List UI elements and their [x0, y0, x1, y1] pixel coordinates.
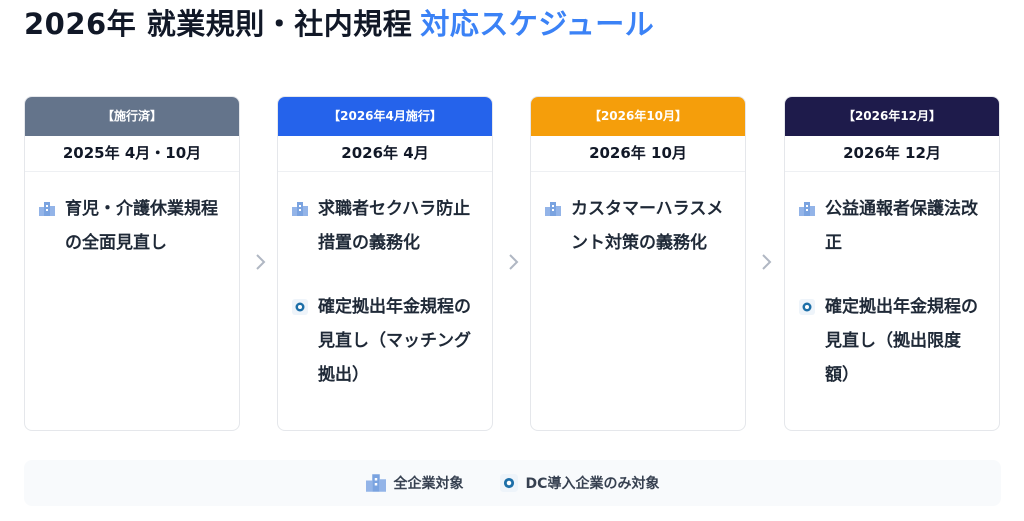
title-main: 2026年 就業規則・社内規程 — [24, 7, 413, 41]
dc-dot-icon — [292, 299, 308, 319]
card-date: 2026年 12月 — [785, 136, 999, 172]
list-item: 公益通報者保護法改正 — [799, 192, 985, 260]
building-icon — [545, 201, 561, 220]
list-item: 求職者セクハラ防止措置の義務化 — [292, 192, 478, 260]
schedule-cards: 【施行済】 2025年 4月・10月 育児・介護休業規程の全面見直し 【2026… — [24, 96, 1001, 431]
schedule-card-2026-12: 【2026年12月】 2026年 12月 公益通報者保護法改正 確定拠出年金規程… — [784, 96, 1000, 431]
item-text: 公益通報者保護法改正 — [825, 199, 978, 253]
card-date: 2025年 4月・10月 — [25, 136, 239, 172]
schedule-card-2026-10: 【2026年10月】 2026年 10月 カスタマーハラスメント対策の義務化 — [530, 96, 746, 431]
legend-entry-dc: DC導入企業のみ対象 — [499, 473, 660, 493]
list-item: 育児・介護休業規程の全面見直し — [39, 192, 225, 260]
title-accent: 対応スケジュール — [420, 7, 655, 41]
item-text: 確定拠出年金規程の見直し（拠出限度額） — [825, 297, 978, 385]
list-item: 確定拠出年金規程の見直し（マッチング拠出） — [292, 290, 478, 392]
building-icon — [365, 474, 386, 492]
legend-label-dc: DC導入企業のみ対象 — [525, 476, 660, 492]
building-icon — [292, 201, 308, 220]
chevron-right-icon — [756, 250, 776, 274]
card-date: 2026年 4月 — [278, 136, 492, 172]
page-title: 2026年 就業規則・社内規程対応スケジュール — [24, 2, 654, 46]
legend: 全企業対象 DC導入企業のみ対象 — [24, 460, 1001, 506]
item-text: 育児・介護休業規程の全面見直し — [65, 199, 218, 253]
item-text: 求職者セクハラ防止措置の義務化 — [318, 199, 471, 253]
schedule-card-2025: 【施行済】 2025年 4月・10月 育児・介護休業規程の全面見直し — [24, 96, 240, 431]
card-band: 【2026年12月】 — [785, 97, 999, 136]
chevron-right-icon — [503, 250, 523, 274]
building-icon — [39, 201, 55, 220]
card-band: 【施行済】 — [25, 97, 239, 136]
building-icon — [799, 201, 815, 220]
dc-dot-icon — [799, 299, 815, 319]
dc-dot-icon — [499, 474, 518, 492]
card-date: 2026年 10月 — [531, 136, 745, 172]
card-band: 【2026年10月】 — [531, 97, 745, 136]
item-text: カスタマーハラスメント対策の義務化 — [571, 199, 724, 253]
chevron-right-icon — [250, 250, 270, 274]
item-text: 確定拠出年金規程の見直し（マッチング拠出） — [318, 297, 471, 385]
schedule-card-2026-04: 【2026年4月施行】 2026年 4月 求職者セクハラ防止措置の義務化 確定拠… — [277, 96, 493, 431]
legend-label-all: 全企業対象 — [393, 476, 464, 492]
legend-entry-all: 全企業対象 — [365, 473, 464, 493]
card-band: 【2026年4月施行】 — [278, 97, 492, 136]
list-item: 確定拠出年金規程の見直し（拠出限度額） — [799, 290, 985, 392]
list-item: カスタマーハラスメント対策の義務化 — [545, 192, 731, 260]
